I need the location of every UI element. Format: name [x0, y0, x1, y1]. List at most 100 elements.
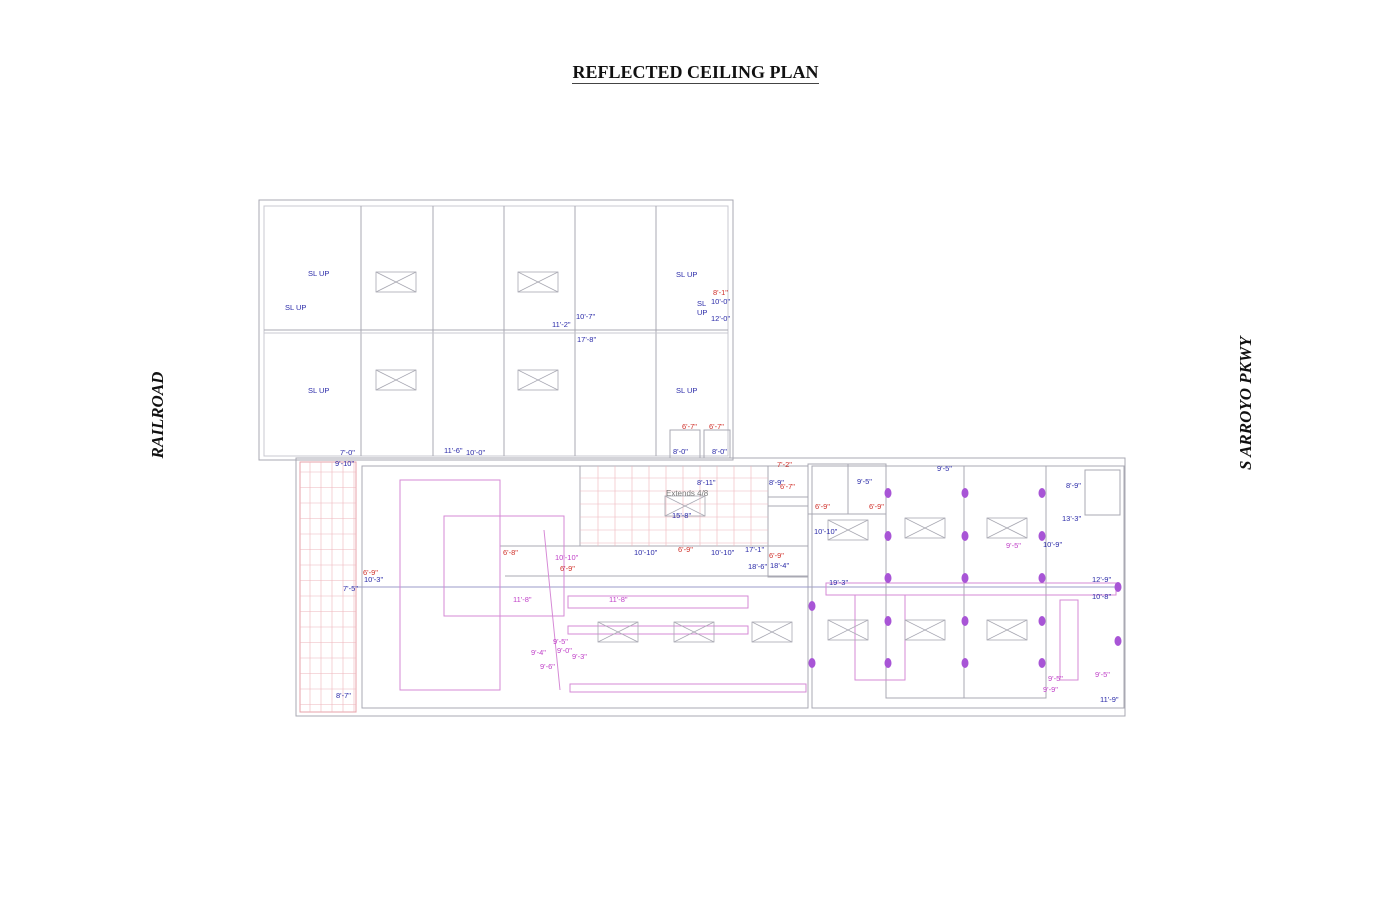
dimension-label: 6'-8" [503, 548, 518, 557]
column-marker [808, 601, 816, 611]
dimension-label: 19'-3" [829, 578, 849, 587]
column-marker [961, 488, 969, 498]
drawing-title-text: REFLECTED CEILING PLAN [572, 62, 819, 84]
ceiling-grid-center [580, 466, 768, 546]
column-marker [1114, 636, 1122, 646]
skylights [375, 271, 1028, 643]
skylight [827, 619, 869, 641]
dimension-label: 10'-7" [576, 312, 596, 321]
dimension-label: 13'-3" [1062, 514, 1082, 523]
skylight [986, 517, 1028, 539]
dimension-label: 10'-9" [1043, 540, 1063, 549]
skylight-cross [986, 517, 1028, 539]
dimension-label: 6'-7" [780, 482, 795, 491]
dimension-label: SL UP [676, 270, 698, 279]
dimension-label: 10'-10" [634, 548, 658, 557]
column-marker [884, 616, 892, 626]
dimension-label: 7'-0" [340, 448, 355, 457]
skylight [664, 495, 706, 517]
skylight-cross [673, 621, 715, 643]
skylight-cross [375, 369, 417, 391]
skylight-cross [517, 369, 559, 391]
dimension-label: 9'-5" [553, 637, 568, 646]
ceiling-grid-railroad [300, 462, 356, 712]
dimension-label: 6'-9" [678, 545, 693, 554]
skylight-cross [517, 271, 559, 293]
column-marker [961, 573, 969, 583]
dimension-label: 9'-0" [557, 646, 572, 655]
dimension-label: 17'-8" [577, 335, 597, 344]
skylight-cross [597, 621, 639, 643]
dimension-label: 9'-5" [1048, 674, 1063, 683]
skylight [751, 621, 793, 643]
skylight [904, 517, 946, 539]
skylight [986, 619, 1028, 641]
walls [258, 199, 1126, 717]
dimension-label: UP [697, 308, 708, 317]
skylight-cross [375, 271, 417, 293]
dimension-label: SL UP [676, 386, 698, 395]
dimension-label: 11'-6" [444, 446, 463, 455]
dimension-label: 9'-4" [531, 648, 546, 657]
dimension-label: 7'-5" [343, 584, 358, 593]
dimension-label: 6'-7" [682, 422, 697, 431]
skylight [827, 519, 869, 541]
columns [808, 488, 1122, 668]
column-marker [884, 658, 892, 668]
skylight-cross [904, 517, 946, 539]
skylight [673, 621, 715, 643]
column-marker [884, 531, 892, 541]
skylight-cross [827, 619, 869, 641]
drawing-title: REFLECTED CEILING PLAN [0, 62, 1391, 84]
dimension-label: 17'-1" [745, 545, 765, 554]
dimension-label: 9'-5" [1006, 541, 1021, 550]
dimension-label: SL [697, 299, 707, 308]
column-marker [1038, 573, 1046, 583]
skylight-cross [664, 495, 706, 517]
skylight [517, 271, 559, 293]
skylight-cross [827, 519, 869, 541]
dimension-label: 11'-8" [609, 595, 628, 604]
dimension-label: 8'-7" [336, 691, 351, 700]
skylight-cross [986, 619, 1028, 641]
dimension-label: 18'-4" [770, 561, 790, 570]
column-marker [961, 531, 969, 541]
dimension-label: 15'-8" [672, 511, 692, 520]
dimension-label: 6'-9" [560, 564, 575, 573]
column-marker [1038, 658, 1046, 668]
note-label: Extends 4/8 [666, 489, 709, 498]
dimension-label: SL UP [308, 386, 330, 395]
column-marker [1038, 616, 1046, 626]
dimension-label: 12'-9" [1092, 575, 1112, 584]
dimension-label: 10'-10" [555, 553, 579, 562]
column-marker [961, 658, 969, 668]
dimension-label: 6'-7" [709, 422, 724, 431]
dimension-label: 10'-8" [1092, 592, 1112, 601]
skylight-cross [904, 619, 946, 641]
dimension-label: SL UP [285, 303, 307, 312]
dimension-label: 8'-1" [713, 288, 728, 297]
dimension-label: 9'-10" [335, 459, 355, 468]
column-marker [884, 573, 892, 583]
dimension-label: 8'-9" [1066, 481, 1081, 490]
dimension-label: 8'-11" [697, 478, 716, 487]
dimension-label: SL UP [308, 269, 330, 278]
skylight [375, 369, 417, 391]
dimension-label: 9'-3" [572, 652, 587, 661]
column-marker [884, 488, 892, 498]
dimension-label: 9'-5" [1095, 670, 1110, 679]
skylight [597, 621, 639, 643]
dimension-label: 9'-5" [937, 464, 952, 473]
column-marker [961, 616, 969, 626]
skylight [375, 271, 417, 293]
column-marker [1038, 488, 1046, 498]
dimension-label: 6'-9" [363, 568, 378, 577]
column-marker [1114, 582, 1122, 592]
dimension-label: 8'-9" [769, 478, 784, 487]
dimension-label: 9'-5" [857, 477, 872, 486]
dimension-label: 10'-0" [711, 297, 731, 306]
dimension-label: 10'-0" [466, 448, 486, 457]
column-marker [1038, 531, 1046, 541]
lower-building-outline [295, 457, 1126, 717]
